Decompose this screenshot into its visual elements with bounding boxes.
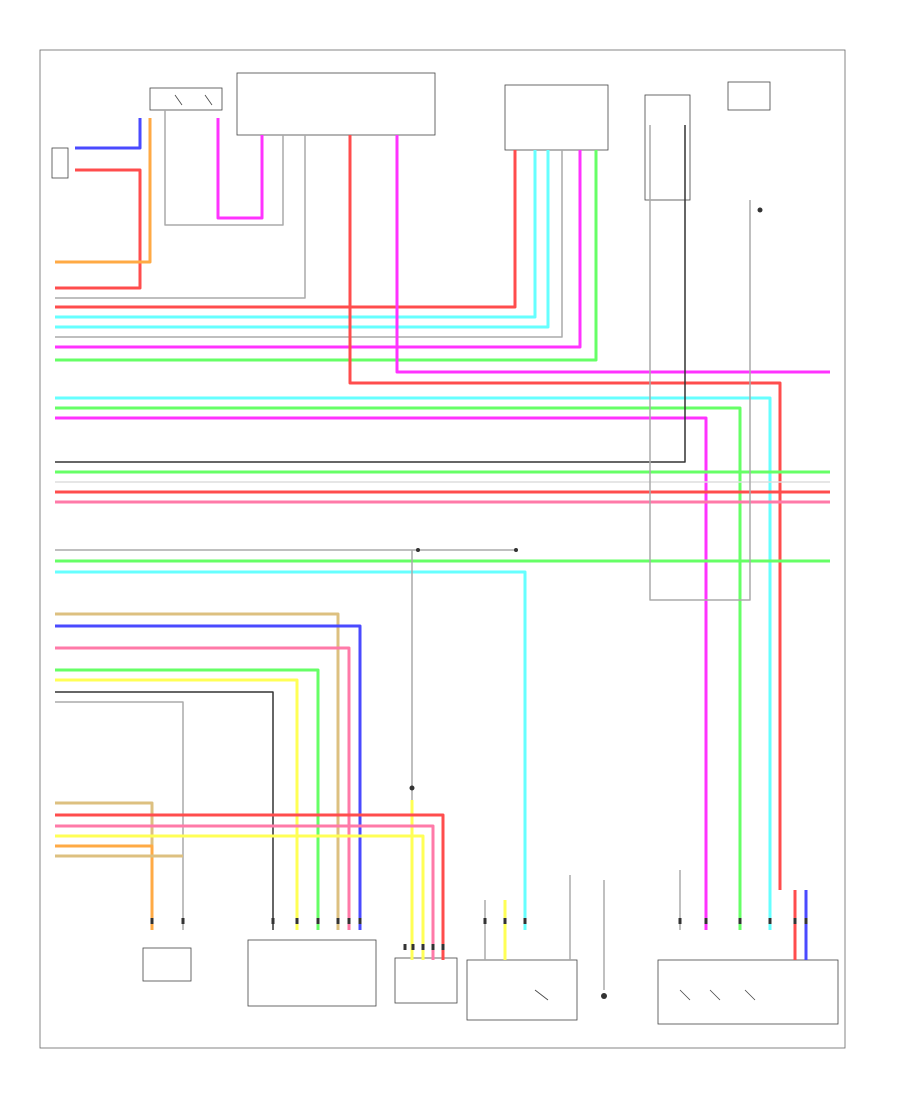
connector-pin xyxy=(295,918,299,924)
connector-pin xyxy=(411,944,415,950)
component-transmission-switch xyxy=(657,959,839,1025)
markers xyxy=(409,207,763,999)
wire-cyan xyxy=(55,396,772,930)
wire-magenta xyxy=(216,118,264,220)
connector-pin xyxy=(150,918,154,924)
connector-pin xyxy=(768,918,772,924)
connector-pin xyxy=(358,918,362,924)
wire-cyan xyxy=(55,570,527,930)
wire-gray xyxy=(55,135,306,299)
component-relay-block xyxy=(236,72,436,136)
wire-black xyxy=(55,125,686,463)
component-bottom-sensor xyxy=(142,947,192,982)
component-combination-meter xyxy=(247,939,377,1007)
wires xyxy=(55,110,830,990)
connector-pin xyxy=(793,918,797,924)
ground-point xyxy=(601,993,607,999)
wire-magenta xyxy=(55,416,708,930)
connector-pin xyxy=(431,944,435,950)
splice-point-2 xyxy=(757,207,763,213)
connector-pin xyxy=(678,918,682,924)
wire-pink xyxy=(55,824,435,960)
wire-green xyxy=(55,150,598,362)
wire-cyan xyxy=(55,150,537,319)
connector-pin xyxy=(316,918,320,924)
wire-orange xyxy=(55,118,152,264)
component-shift-lock xyxy=(466,959,578,1021)
switch-contacts xyxy=(174,94,756,1001)
connector-pin xyxy=(441,944,445,950)
connector-pin xyxy=(421,944,425,950)
component-left-switch xyxy=(51,147,69,179)
wire-pink xyxy=(55,646,351,930)
connector-pin xyxy=(403,944,407,950)
connector-pin xyxy=(704,918,708,924)
wire-blue xyxy=(55,624,362,930)
top-components xyxy=(51,72,771,201)
connector-pin xyxy=(483,918,487,924)
wire-cyan xyxy=(55,150,550,329)
wire-blue xyxy=(75,118,142,150)
wire-red xyxy=(55,168,142,290)
wire-yellow xyxy=(55,678,299,930)
wire-green xyxy=(55,668,320,930)
wire-magenta xyxy=(55,150,582,349)
connector-pin xyxy=(804,918,808,924)
connector-pin xyxy=(347,918,351,924)
wire-red xyxy=(55,813,445,960)
diagram-border xyxy=(39,49,846,1049)
wire-gray xyxy=(164,110,284,226)
wire-gray xyxy=(55,150,563,338)
wire-black xyxy=(55,691,274,930)
component-sensor-top xyxy=(644,94,691,201)
connector-pin xyxy=(738,918,742,924)
component-connector-bottom xyxy=(394,957,458,1004)
wire-yellow xyxy=(55,834,425,960)
connector-pin xyxy=(181,918,185,924)
splice-point-3 xyxy=(416,548,420,552)
bottom-components xyxy=(142,939,839,1025)
component-module-top-right xyxy=(727,81,771,111)
wire-tan xyxy=(55,801,154,930)
wire-gray xyxy=(649,125,751,601)
connector-pin xyxy=(523,918,527,924)
wire-orange xyxy=(55,844,154,930)
wire-gray xyxy=(55,701,184,930)
connector-pin xyxy=(503,918,507,924)
component-switch-top-left xyxy=(149,87,223,111)
wire-green xyxy=(55,406,742,930)
splice-point-1 xyxy=(409,785,415,791)
splice-point-4 xyxy=(514,548,518,552)
connector-pin xyxy=(271,918,275,924)
wire-red xyxy=(55,150,517,309)
component-connector-top-right xyxy=(504,84,609,151)
wire-red xyxy=(348,135,782,890)
connector-pin xyxy=(336,918,340,924)
